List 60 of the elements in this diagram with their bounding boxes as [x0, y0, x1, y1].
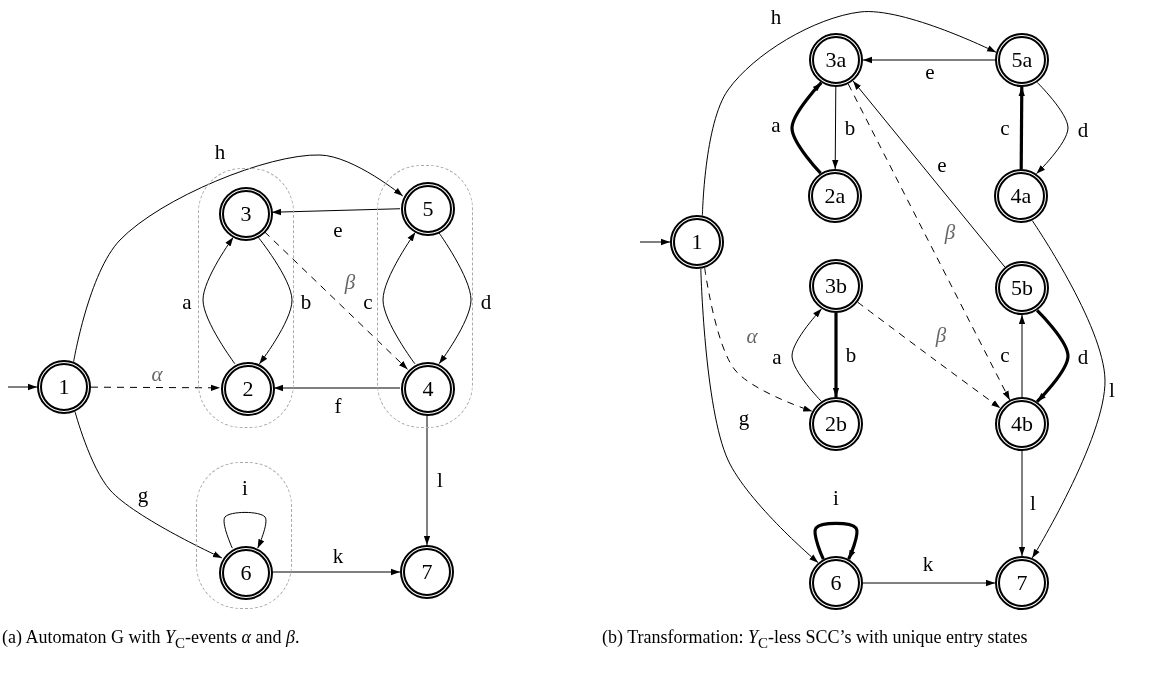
self-loop-arrow	[223, 511, 267, 549]
state-circle: 1	[670, 215, 724, 269]
transition-arrow	[271, 208, 401, 216]
transition-arrow	[382, 231, 416, 365]
transition-arrow	[832, 86, 839, 170]
transition-arrow	[73, 154, 404, 363]
transition-arrow	[438, 231, 472, 365]
state-circle: 2b	[809, 397, 863, 451]
state-circle: 4	[401, 362, 455, 416]
transition-arrow	[639, 238, 671, 246]
transition-arrow	[90, 384, 221, 391]
scc-group-outline	[377, 165, 473, 428]
state-circle: 4b	[995, 397, 1049, 451]
state-circle: 2a	[808, 169, 862, 223]
state-circle: 7	[995, 556, 1049, 610]
transition-arrow	[1036, 309, 1070, 403]
transition-arrow	[700, 268, 819, 564]
state-circle: 3	[219, 187, 273, 241]
transition-arrow	[862, 579, 996, 587]
transition-arrow	[832, 313, 840, 397]
edge-label: β	[943, 221, 957, 243]
transition-arrow	[704, 267, 813, 412]
state-circle: 5a	[995, 33, 1049, 87]
transition-arrow	[271, 568, 401, 576]
transition-arrow	[791, 308, 823, 402]
edge-label: β	[343, 271, 357, 293]
transition-arrow	[857, 301, 1001, 409]
transition-arrow	[202, 236, 236, 365]
transition-arrow	[1018, 314, 1026, 398]
state-circle: 6	[219, 546, 273, 600]
state-circle: 5b	[995, 261, 1049, 315]
transition-arrow	[273, 384, 401, 392]
scc-group-outline	[196, 462, 292, 609]
transition-arrow	[862, 56, 996, 64]
transition-arrow	[257, 236, 293, 365]
state-circle: 3b	[809, 259, 863, 313]
transition-arrow	[1018, 87, 1025, 169]
transition-arrow	[74, 411, 223, 559]
state-circle: 4a	[994, 169, 1048, 223]
state-circle: 7	[400, 545, 454, 599]
transition-arrow	[1031, 220, 1106, 559]
figure-caption: (b) Transformation: Y$_{C}$-less SCC’s with unique entry states	[602, 626, 1029, 653]
transition-arrow	[701, 11, 997, 217]
state-circle: 2	[221, 362, 275, 416]
self-loop-arrow	[813, 521, 859, 560]
transition-arrow	[7, 383, 38, 391]
scc-group-outline	[198, 168, 294, 428]
state-circle: 5	[401, 182, 455, 236]
figure-caption: (a) Automaton G with Y$_{C}$-events α and β.	[2, 626, 301, 653]
transition-arrow	[852, 80, 1006, 268]
transition-arrow	[263, 231, 409, 370]
transition-arrow	[847, 83, 1011, 401]
transition-arrow	[790, 81, 823, 175]
state-circle: 6	[809, 556, 863, 610]
transition-arrow	[423, 414, 431, 546]
state-circle: 3a	[809, 33, 863, 87]
transition-arrow	[1018, 450, 1026, 557]
state-circle: 1	[37, 360, 91, 414]
transition-arrow	[1035, 81, 1069, 175]
edge-label: β	[934, 324, 948, 346]
